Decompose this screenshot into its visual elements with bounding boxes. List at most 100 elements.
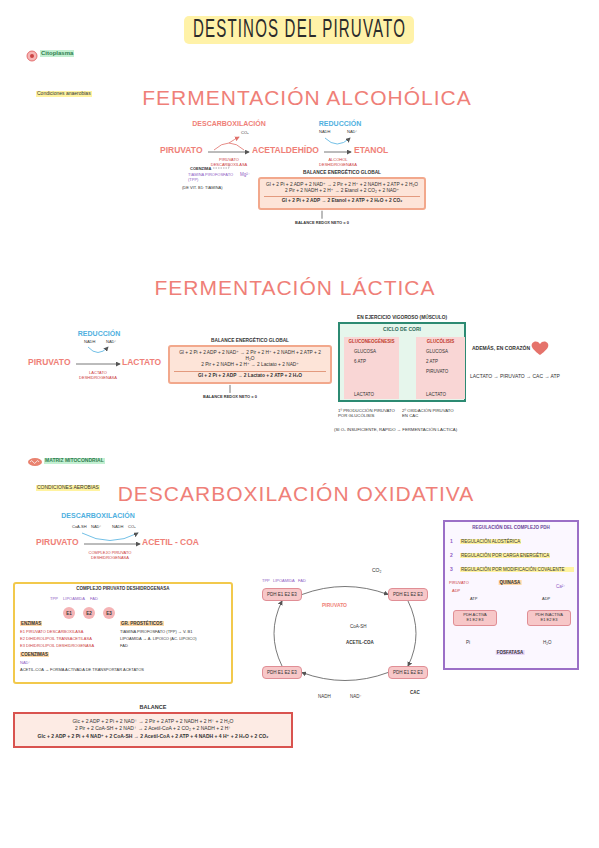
label-text: NADH [84, 340, 95, 345]
heart-icon [532, 341, 549, 355]
node-heading: PDH INACTIVA [529, 612, 569, 617]
node-heading: BALANCE ENERGÉTICO GLOBAL [170, 338, 330, 344]
label-text: 2 [450, 553, 453, 559]
node-text: CICLO DE CORI [342, 326, 462, 332]
label-text: COMPLEJO PIRUVATO DESHIDROGENASA [80, 551, 140, 560]
label-text: PIRUVATO [449, 581, 469, 586]
label-text: Mg²⁺ [240, 172, 250, 177]
label-text: FAD [120, 644, 128, 649]
lactic-reaction-arrows [76, 364, 120, 365]
label-text: TPP [50, 597, 58, 602]
mitochondria-icon [28, 458, 42, 466]
label-text: Citoplasma [40, 50, 74, 57]
label-text: (SI O₂ INSUFICIENTE, RÁPIDO → FERMENTACI… [334, 428, 484, 433]
label-text: REDUCCIÓN [319, 120, 361, 128]
label-text: CO₂ [241, 131, 249, 136]
label-text: PIRUVATO [322, 603, 347, 609]
label-text: PIRUVATO DESCARBOXILASA [206, 158, 252, 167]
section-title: FERMENTACIÓN ALCOHÓLICA [142, 86, 472, 110]
node-text: PIRUVATO [417, 369, 464, 374]
label-text: DESCARBOXILACIÓN [192, 120, 266, 128]
node-heading: PDH E1 E2 E3 [391, 592, 425, 597]
label-text: QUINASA [499, 580, 522, 585]
pdh-reaction-arrows [82, 533, 140, 544]
label-text: E3 DIHIDROLIPOIL DESHIDROGENASA [20, 644, 94, 649]
node-heading: COMPLEJO PIRUVATO DESHIDROGENASA [17, 586, 229, 591]
node-heading: E3 [106, 611, 112, 616]
node-text: Glc + 2 ADP + 2 Pi + 4 NAD⁺ + 2 CoA-SH →… [20, 733, 286, 740]
connector [302, 673, 388, 681]
label-text: CoA-SH [72, 525, 87, 530]
label-text: LIPOAMIDA [63, 597, 85, 602]
node-text: Glc + 2 ADP + 2 Pi + 2 NAD⁺ → 2 Pir + 2 … [20, 718, 286, 725]
label-text: FAD [298, 579, 306, 584]
label-text: ACETIL-COA [346, 640, 374, 645]
diagram-title: DESTINOS DEL PIRUVATO [126, 13, 473, 44]
leader-line [230, 385, 231, 393]
node-text: E1 E2 E3 [529, 617, 569, 622]
pdh-state: PDH ACTIVAE1 E2 E3 [453, 610, 497, 626]
label-text: NAD⁺ [91, 525, 102, 530]
label-text: ETANOL [354, 146, 388, 156]
label-text: ADP [452, 589, 460, 594]
label-text: 3 [450, 567, 453, 573]
node-heading: GLUCONEOGÉNESIS [345, 339, 398, 344]
label-text: Condiciones anaerobias [36, 91, 92, 97]
node-text: 2 Pir + 2 NADH + 2 H⁺ → 2 Lactato + 2 NA… [174, 362, 326, 368]
label-text: TIAMINA PIROFOSFATO (TPP) [188, 173, 236, 182]
cori-cycle-box: EN EJERCICIO VIGOROSO (MÚSCULO)CICLO DE … [338, 322, 466, 402]
liver-column: GLUCONEOGÉNESISGLUCOSA6 ATPLACTATO [344, 337, 399, 399]
mitochondria-icon [30, 461, 39, 464]
pdh-state: PDH INACTIVAE1 E2 E3 [527, 610, 571, 626]
label-text: DESCARBOXILACIÓN [61, 512, 135, 520]
balance-box: BALANCE ENERGÉTICO GLOBALGl + 2 Pi + 2 A… [258, 177, 426, 210]
enzyme-circle: E1 [63, 607, 75, 619]
node-text: GLUCOSA [345, 349, 398, 354]
label-text: ATP [470, 597, 477, 602]
label-text: PIRUVATO [36, 538, 79, 548]
label-text: ACETALDEHÍDO [252, 146, 319, 156]
cell-icon [30, 54, 34, 58]
node-heading: EN EJERCICIO VIGOROSO (MÚSCULO) [340, 315, 464, 320]
node-heading: BALANCE ENERGÉTICO GLOBAL [260, 170, 424, 176]
label-text: H₂O [543, 640, 552, 645]
label-text: LACTATO → PIRUVATO → CAC → ATP [470, 374, 560, 380]
node-heading: E1 [66, 611, 72, 616]
connector [274, 601, 282, 666]
label-text: MATRIZ MITOCONDRIAL [44, 458, 105, 464]
balance-box: BALANCE ENERGÉTICO GLOBALGl + 2 Pi + 2 A… [168, 345, 332, 384]
label-text: CO₂ [372, 568, 381, 574]
label-text: CAC [410, 690, 420, 695]
cell-icon [27, 51, 37, 61]
label-text: 1 [450, 539, 453, 545]
node-text: Gl + 2 Pi + 2 ADP → 2 Etanol + 2 ATP + 2… [264, 196, 420, 204]
node-heading: PDH E1 E2 E3 [391, 670, 425, 675]
enzyme-circle: E2 [83, 607, 95, 619]
label-text: ALCOHOL DESHIDROGENASA [315, 158, 361, 167]
label-text: CONDICIONES AEROBIAS [36, 485, 100, 491]
lactic-reaction-arrows [88, 347, 108, 353]
label-text: Ca²⁺ [556, 584, 566, 589]
pdh-reaction-arrows [84, 544, 140, 545]
label-text: NADH [318, 694, 331, 699]
node-text: GLUCOSA [417, 349, 464, 354]
label-text: NAD⁺ [350, 694, 362, 699]
label-text: NAD⁺ [347, 130, 358, 135]
label-text: ACETIL-COA → FORMA ACTIVADA DE TRANSPORT… [20, 668, 220, 673]
node-heading: PDH E1 E2 E3 [265, 592, 299, 597]
node-heading: E2 [86, 611, 92, 616]
label-text: (DE VIT. B1: TIAMINA) [182, 186, 223, 191]
balance-box: BALANCEGlc + 2 ADP + 2 Pi + 2 NAD⁺ → 2 P… [13, 712, 293, 748]
label-text: 2º OXIDACIÓN PIRUVATO EN CAC [402, 409, 460, 419]
alcoholic-reaction-arrows [208, 152, 249, 153]
label-text: GR. PROSTÉTICOS [120, 621, 164, 626]
muscle-column: GLUCÓLISISGLUCOSA2 ATPPIRUVATOLACTATO [416, 337, 465, 399]
label-text: ENZIMAS [20, 621, 42, 626]
node-text: Gl + 2 Pi + 2 ADP + 2 NAD⁺ → 2 Pir + 2 H… [264, 182, 420, 188]
section-title: FERMENTACIÓN LÁCTICA [155, 276, 436, 300]
lactic-reaction-arrows [76, 347, 120, 364]
label-text: BALANCE REDOX NETO = 0 [295, 221, 349, 226]
node-text: 2 Pir + 2 CoA-SH + 2 NAD⁺ → 2 Acetil-CoA… [20, 725, 286, 732]
node-heading: REGULACIÓN DEL COMPLEJO PDH [448, 525, 574, 530]
label-text: FOSFATASA [496, 650, 525, 655]
